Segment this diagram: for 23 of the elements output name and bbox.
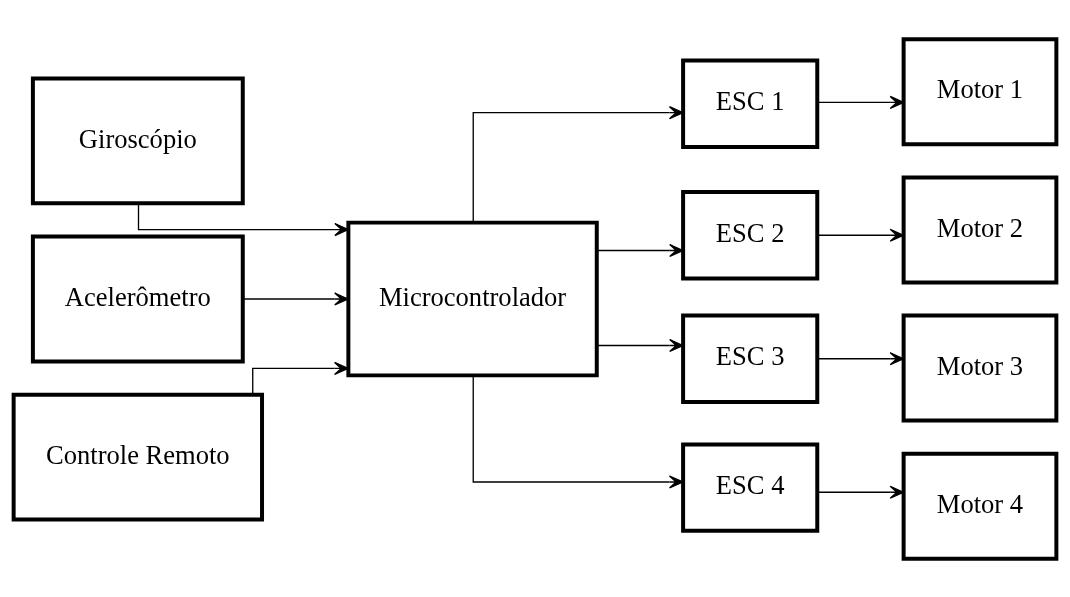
node-box: Motor 1 — [901, 36, 1059, 146]
arrow — [596, 338, 684, 352]
arrow — [242, 291, 349, 306]
node-box: Controle Remoto — [11, 392, 264, 521]
node-box: Giroscópio — [30, 76, 245, 205]
node-box: Motor 4 — [901, 451, 1059, 561]
node-box: ESC 4 — [681, 441, 820, 533]
node-box: Microcontrolador — [346, 220, 599, 377]
node-box: Acelerômetro — [30, 234, 245, 363]
node-box: ESC 2 — [681, 189, 820, 280]
node-box: ESC 1 — [681, 58, 820, 149]
arrow — [472, 105, 684, 223]
arrow — [472, 374, 684, 489]
arrow — [137, 202, 349, 236]
arrow — [816, 228, 905, 242]
arrow — [816, 95, 905, 109]
node-box: ESC 3 — [681, 313, 820, 404]
node-box: Motor 3 — [901, 313, 1059, 423]
arrow — [596, 243, 684, 257]
node-box: Motor 2 — [901, 174, 1059, 284]
arrow — [816, 351, 905, 365]
arrow — [252, 361, 349, 395]
arrow — [816, 485, 905, 499]
